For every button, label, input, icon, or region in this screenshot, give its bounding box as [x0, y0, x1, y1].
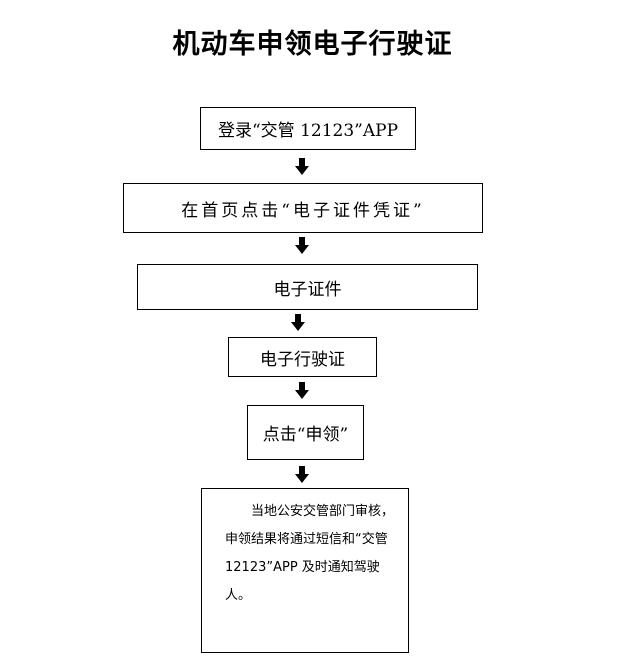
step-4-label: 电子行驶证 [260, 349, 345, 370]
step-6-label: 当地公安交管部门审核，申领结果将通过短信和“交管 12123”APP 及时通知驾… [225, 504, 395, 603]
down-arrow-icon [295, 466, 309, 483]
step-1-label: 登录“交管 12123”APP [217, 121, 399, 141]
step-2-click-credentials: 在首页点击“电子证件凭证” [123, 183, 483, 233]
down-arrow-icon [295, 382, 309, 399]
step-3-electronic-documents: 电子证件 [137, 264, 478, 310]
diagram-title: 机动车申领电子行驶证 [172, 29, 453, 60]
down-arrow-icon [295, 158, 309, 175]
step-6-review-notification: 当地公安交管部门审核，申领结果将通过短信和“交管 12123”APP 及时通知驾… [201, 488, 409, 653]
step-3-label: 电子证件 [273, 279, 342, 300]
down-arrow-icon [291, 314, 305, 331]
step-2-label: 在首页点击“电子证件凭证” [181, 200, 425, 221]
step-5-label: 点击“申领” [262, 425, 349, 445]
step-4-electronic-license: 电子行驶证 [228, 337, 377, 377]
step-1-login-app: 登录“交管 12123”APP [200, 107, 416, 150]
down-arrow-icon [295, 237, 309, 254]
step-5-click-apply: 点击“申领” [247, 405, 364, 460]
